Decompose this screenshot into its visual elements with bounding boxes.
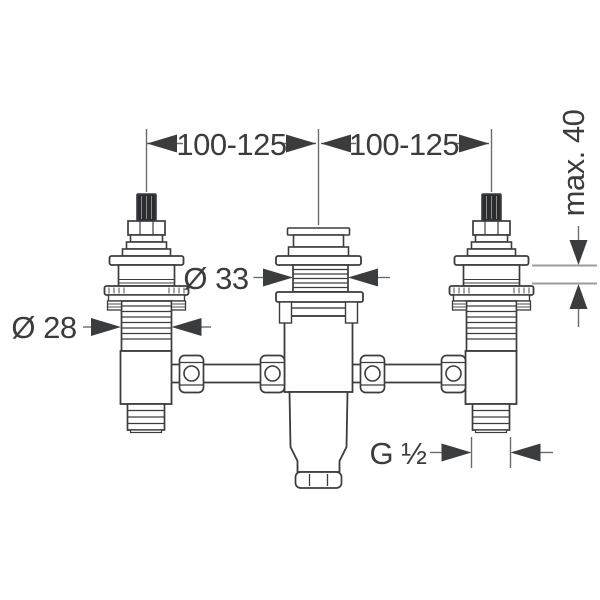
dimension-max-depth: max. 40 bbox=[532, 109, 597, 327]
dimension-top-left: 100-125 bbox=[147, 127, 316, 162]
union-nut bbox=[359, 354, 386, 394]
dimension-label-top-right: 100-125 bbox=[349, 127, 459, 162]
center-thread-lines bbox=[293, 268, 348, 289]
arrowhead-left-icon bbox=[510, 443, 541, 462]
arrowhead-right-icon bbox=[91, 318, 121, 336]
dimension-center-diameter: Ø 33 bbox=[183, 261, 390, 296]
connecting-pipes bbox=[171, 363, 442, 384]
arrowhead-right-icon bbox=[459, 134, 489, 153]
center-connection-body bbox=[275, 227, 364, 489]
union-nut bbox=[440, 354, 467, 394]
arrowhead-down-icon bbox=[569, 240, 588, 265]
dimension-label-outlet-thread: G ½ bbox=[369, 436, 427, 471]
center-funnel bbox=[288, 391, 349, 473]
arrowhead-right-icon bbox=[263, 268, 293, 287]
dimension-label-side-diameter: Ø 28 bbox=[11, 310, 76, 345]
dimension-outlet-thread: G ½ bbox=[369, 436, 553, 471]
dimension-label-max-depth: max. 40 bbox=[556, 109, 591, 216]
arrowhead-right-icon bbox=[286, 134, 316, 153]
arrowhead-left-icon bbox=[321, 134, 351, 153]
arrowhead-up-icon bbox=[569, 284, 588, 309]
dimension-label-top-left: 100-125 bbox=[176, 127, 286, 162]
right-valve bbox=[448, 193, 535, 434]
dimension-top-right: 100-125 bbox=[321, 127, 489, 162]
arrowhead-right-icon bbox=[441, 443, 472, 462]
center-lower-flange bbox=[275, 291, 364, 303]
dimension-label-center-diameter: Ø 33 bbox=[183, 261, 248, 296]
arrowhead-left-icon bbox=[171, 318, 202, 336]
extension-lines bbox=[145, 129, 493, 225]
center-body bbox=[283, 315, 354, 393]
left-valve bbox=[103, 193, 190, 434]
dimension-annotations: 100-125 100-125 max. 40 Ø 33 bbox=[11, 109, 597, 471]
dimension-side-diameter: Ø 28 bbox=[11, 310, 211, 345]
center-cap-top bbox=[286, 227, 351, 236]
center-backnut bbox=[283, 307, 354, 317]
center-upper-flange bbox=[275, 255, 362, 266]
center-outlet-nut bbox=[294, 471, 343, 489]
union-nut bbox=[178, 354, 205, 394]
center-flange-tabs bbox=[278, 301, 359, 324]
arrowhead-left-icon bbox=[348, 268, 378, 287]
union-nut bbox=[259, 354, 286, 394]
center-cap-neck bbox=[292, 234, 345, 248]
center-cap-step bbox=[287, 246, 350, 257]
arrowhead-left-icon bbox=[147, 134, 177, 153]
